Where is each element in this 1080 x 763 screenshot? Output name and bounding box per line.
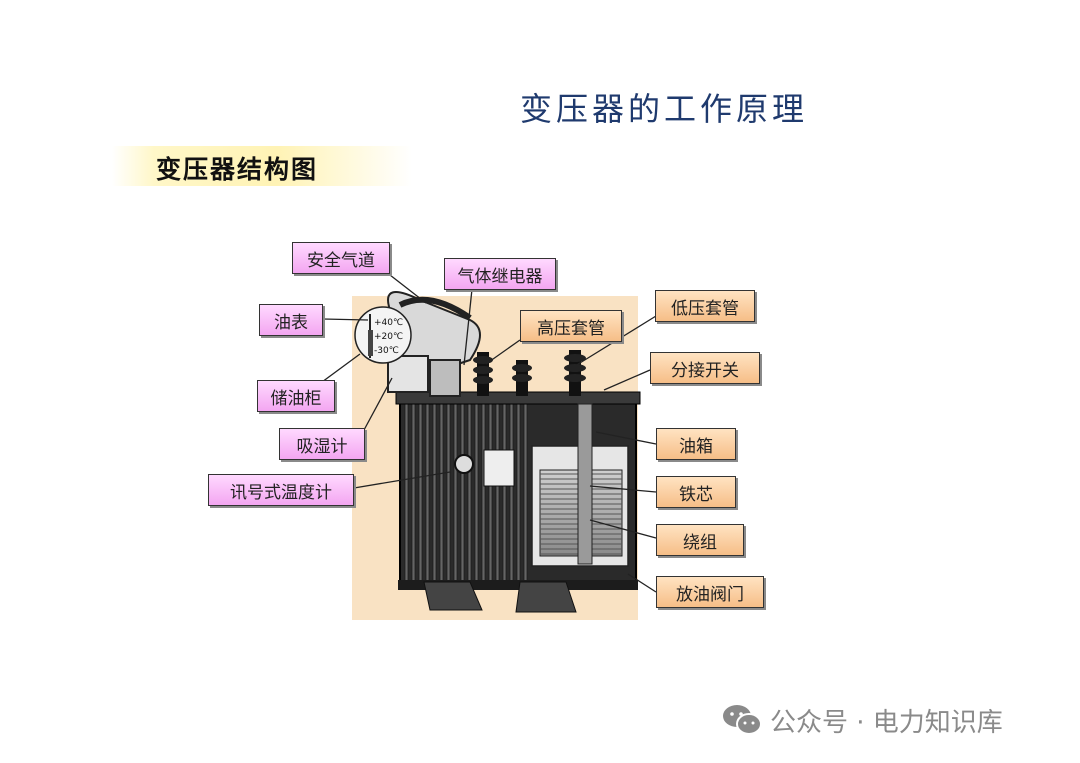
oil-gauge-dial bbox=[354, 306, 412, 364]
bushings bbox=[473, 350, 586, 396]
label-drain-valve: 放油阀门 bbox=[656, 576, 764, 608]
label-tap-changer: 分接开关 bbox=[650, 352, 760, 384]
core-and-winding-cutaway bbox=[531, 403, 629, 567]
nameplate bbox=[483, 449, 515, 487]
gauge-mark-20: +20℃ bbox=[374, 332, 404, 342]
watermark: 公众号 · 电力知识库 bbox=[722, 700, 1003, 740]
subtitle-band bbox=[112, 146, 412, 186]
leader-lines bbox=[321, 274, 657, 593]
label-gas-relay: 气体继电器 bbox=[444, 258, 556, 290]
thermometer-dial bbox=[454, 454, 474, 474]
slide-title: 变压器的工作原理 bbox=[520, 90, 809, 128]
gauge-mark-40: +40℃ bbox=[374, 318, 404, 328]
diagram-subtitle: 变压器结构图 bbox=[156, 155, 319, 184]
label-oil-gauge: 油表 bbox=[259, 304, 323, 336]
conservator-tank bbox=[387, 291, 481, 397]
label-safety-airway: 安全气道 bbox=[292, 242, 390, 274]
base-rails bbox=[423, 581, 577, 613]
label-iron-core: 铁芯 bbox=[656, 476, 736, 508]
wechat-icon bbox=[723, 705, 762, 735]
label-signal-thermometer: 讯号式温度计 bbox=[208, 474, 354, 506]
label-breather: 吸湿计 bbox=[279, 428, 365, 460]
label-hv-bushing: 高压套管 bbox=[520, 310, 622, 342]
gauge-mark-30: -30℃ bbox=[374, 346, 399, 356]
watermark-text: 公众号 · 电力知识库 bbox=[770, 707, 1003, 738]
label-oil-tank: 油箱 bbox=[656, 428, 736, 460]
label-conservator: 储油柜 bbox=[257, 380, 335, 412]
label-winding: 绕组 bbox=[656, 524, 744, 556]
label-lv-bushing: 低压套管 bbox=[655, 290, 755, 322]
